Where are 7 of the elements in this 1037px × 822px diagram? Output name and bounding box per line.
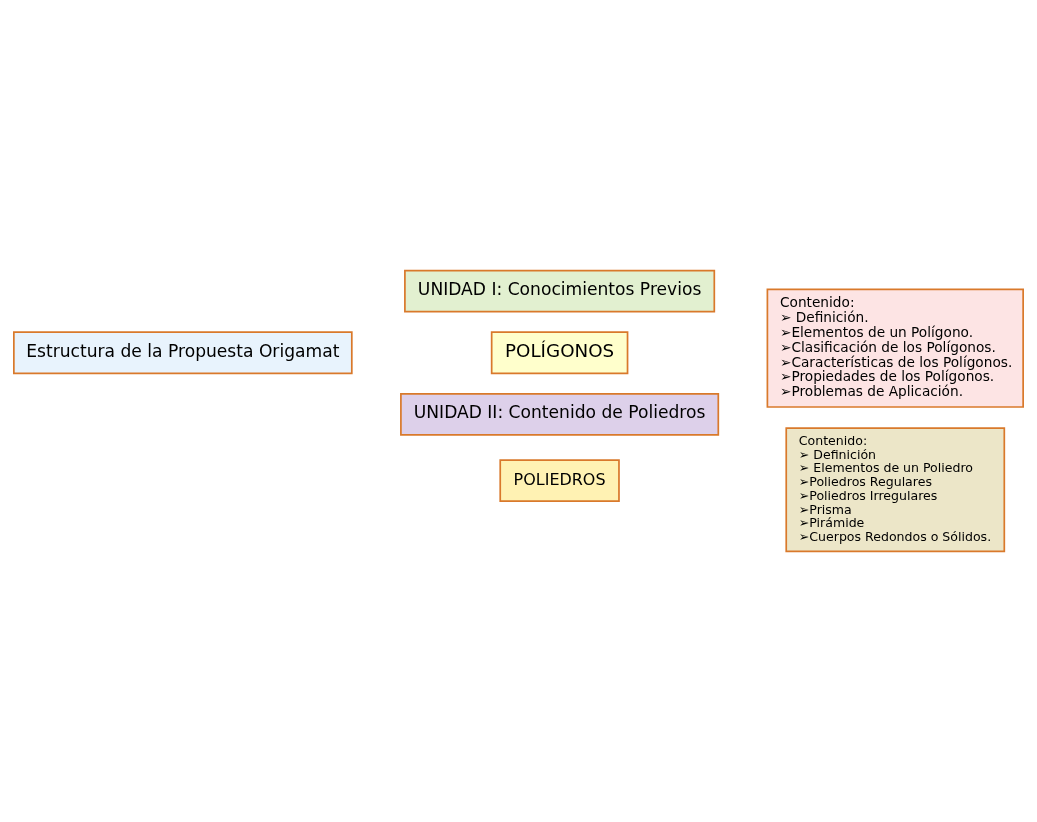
node-box: POLIEDROS [499,459,620,503]
node-box: Estructura de la Propuesta Origamat [13,331,353,375]
node-box: Contenido: ➢ Definición. ➢Elementos de un Polígono. ➢Clasificación de los Polígonos. ➢Características de los Polígonos. ➢Propiedades de los Polígonos. ➢Problemas de Aplicación. [766,288,1024,408]
node-box: UNIDAD I: Conocimientos Previos [404,269,716,313]
node-box: POLÍGONOS [490,331,629,375]
node-box: UNIDAD II: Contenido de Poliedros [400,393,720,436]
node-box: Contenido: ➢ Definición ➢ Elementos de un Poliedro ➢Poliedros Regulares ➢Poliedros Irregulares ➢Prisma ➢Pirámide ➢Cuerpos Redondos o Sólidos. [785,427,1006,553]
